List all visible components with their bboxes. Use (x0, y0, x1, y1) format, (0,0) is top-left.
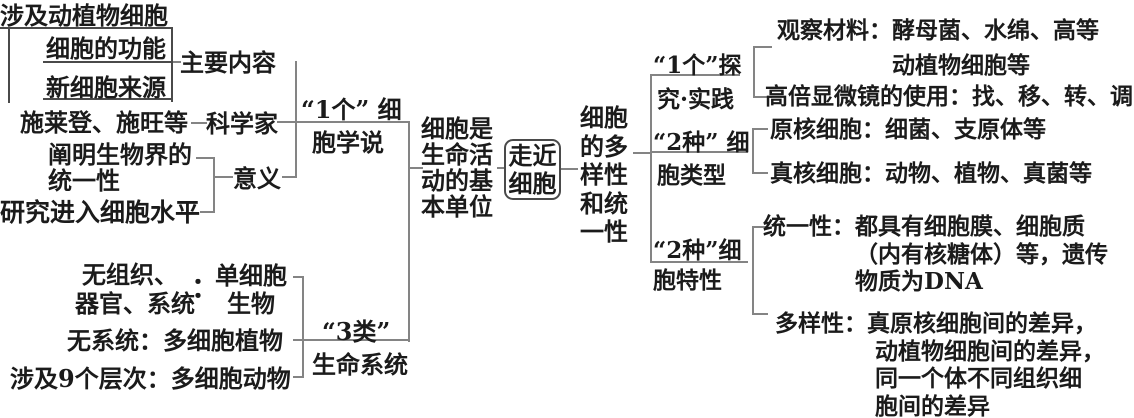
line-sources-underline-1 (43, 61, 172, 63)
item-unicellular-colon: ： (191, 271, 220, 304)
item-new-cell-origin: 新细胞来源 (46, 73, 166, 102)
connector-significance-right (282, 176, 295, 178)
item-microscope-use: 高倍显微镜的使用：找、移、转、调 (765, 83, 1133, 110)
item-diversity: 多样性：真原核细胞间的差异， 动植物细胞间的差异， 同一个体不同组织细 胞间的差… (775, 310, 1105, 418)
node-core-conclusion: 细胞是生命活动的基本单位 (421, 114, 493, 221)
connector-explore (650, 74, 740, 76)
connector-microscope (755, 96, 772, 98)
line-sources-right (171, 27, 173, 102)
item-eukaryote: 真核细胞：动物、植物、真菌等 (770, 160, 1092, 187)
connector-prokaryote (754, 128, 768, 130)
item-unicellular-line2-left: 器官、系统 (75, 289, 195, 318)
connector-main-content-left (173, 61, 181, 63)
bracket-right-main (650, 74, 652, 263)
connector-unity (754, 226, 768, 228)
bracket-explore (753, 46, 755, 98)
connector-unicellular (293, 276, 304, 278)
bracket-significance (213, 157, 215, 213)
connector-observation (755, 46, 772, 48)
label-cell-types: “2种” 细 胞类型 (653, 129, 750, 189)
item-unicellular-line1-right: 单细胞 (215, 261, 287, 290)
label-life-systems: “3类” 生命系统 (312, 317, 408, 379)
item-significance-research: 研究进入细胞水平 (0, 198, 201, 227)
item-involves-cells: 涉及动植物细胞 (0, 1, 168, 30)
center-node-title: 走近细胞 (508, 140, 557, 198)
bracket-cell-types (752, 128, 754, 174)
label-main-content: 主要内容 (180, 48, 276, 77)
label-significance: 意义 (233, 164, 281, 193)
connector-plants (293, 339, 304, 341)
connector-theme-left (561, 168, 578, 170)
line-main-spine (408, 121, 410, 342)
label-cell-features: “2种”细 胞特性 (653, 237, 742, 294)
connector-cell-features (650, 261, 748, 263)
label-explore: “1个”探 究·实践 (653, 52, 742, 113)
connector-core-right (497, 167, 505, 169)
item-unicellular-line2-right: 生物 (227, 289, 275, 318)
connector-eukaryote (754, 172, 768, 174)
item-prokaryote: 原核细胞：细菌、支原体等 (770, 116, 1046, 143)
connector-sig-item2 (200, 211, 214, 213)
connector-core-left (410, 167, 423, 169)
item-scientists: 施莱登、施旺等 (20, 108, 188, 137)
connector-life-systems (304, 339, 409, 341)
connector-scientists-left (191, 122, 207, 124)
label-scientists: 科学家 (206, 109, 278, 138)
connector-cell-theory (297, 121, 409, 123)
item-observation-materials: 观察材料：酵母菌、水绵、高等 动植物细胞等 (777, 17, 1099, 79)
connector-scientists-right (277, 121, 295, 123)
item-unity: 统一性：都具有细胞膜、细胞质 （内有核糖体）等，遗传 物质为DNA (763, 213, 1108, 295)
connector-animals (293, 376, 304, 378)
connector-cell-types (650, 151, 748, 153)
item-significance-unity: 阐明生物界的 统一性 (48, 140, 192, 195)
node-theme: 细胞的多样性和统一性 (580, 103, 628, 246)
item-multicellular-animals: 涉及9个层次：多细胞动物 (10, 364, 291, 393)
label-cell-theory: “1个” 细 胞学说 (301, 95, 402, 157)
line-sources-left (8, 27, 10, 103)
line-sources-underline-2 (43, 98, 172, 100)
connector-theme-right (633, 152, 651, 154)
line-sources-top (0, 27, 173, 29)
center-node-box: 走近细胞 (504, 139, 561, 200)
bracket-cell-features (752, 226, 754, 315)
item-unicellular-line1-left: 无组织、 (82, 260, 178, 289)
connector-diversity (754, 313, 768, 315)
item-cell-function: 细胞的功能 (46, 34, 166, 63)
connector-sig-label (215, 176, 233, 178)
connector-sig-item1 (196, 157, 214, 159)
bracket-cell-theory (295, 61, 297, 178)
item-multicellular-plants: 无系统：多细胞植物 (67, 326, 283, 355)
bracket-life-systems (302, 276, 304, 378)
